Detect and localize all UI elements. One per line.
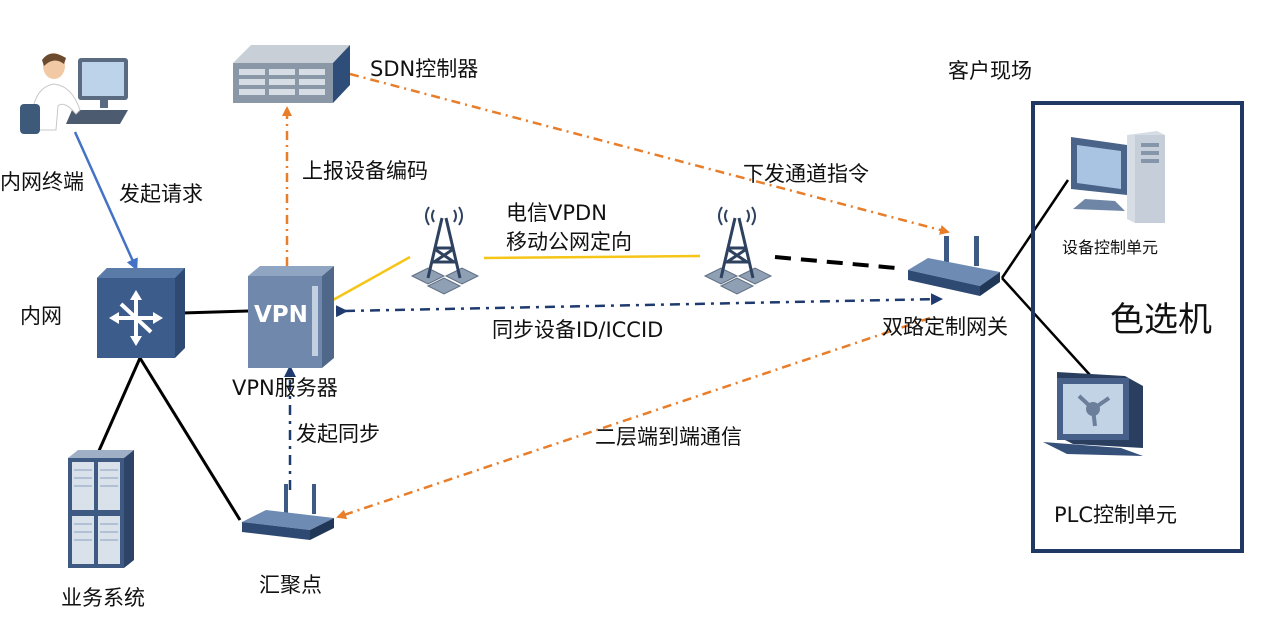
server-rack-icon	[68, 450, 134, 568]
edge-label-issue: 下发通道指令	[743, 162, 869, 186]
edge-label-request: 发起请求	[119, 182, 203, 206]
tower-icon	[410, 206, 480, 295]
business-system-label: 业务系统	[61, 586, 145, 610]
site-label: 客户现场	[948, 59, 1032, 83]
edge-switch-aggregation	[138, 357, 242, 521]
device-control-label: 设备控制单元	[1062, 238, 1159, 257]
color-sorter-label: 色选机	[1110, 300, 1212, 340]
gateway-router-icon	[908, 236, 1000, 296]
aggregation-label: 汇聚点	[259, 573, 322, 597]
vpn-logo: VPN	[254, 302, 308, 328]
edge-label-mobile: 移动公网定向	[506, 230, 632, 254]
terminal-label: 内网终端	[0, 170, 84, 194]
edge-label-l2: 二层端到端通信	[595, 425, 742, 449]
edge-gw-plc	[1001, 277, 1091, 376]
site-box	[1031, 101, 1244, 553]
plc-control-label: PLC控制单元	[1054, 503, 1178, 527]
sdn-controller-label: SDN控制器	[370, 57, 479, 81]
gateway-label: 双路定制网关	[882, 315, 1008, 339]
edge-vpn-tower	[332, 255, 411, 302]
edge-l2	[336, 316, 931, 520]
tower-icon	[703, 206, 773, 295]
edge-label-sync-id: 同步设备ID/ICCID	[492, 318, 664, 342]
edge-switch-vpn	[181, 309, 249, 315]
edge-label-sync: 发起同步	[296, 422, 380, 446]
vpn-server-icon: VPN	[248, 266, 334, 368]
edge-label-vpdn: 电信VPDN	[506, 201, 607, 225]
terminal-icon	[20, 53, 128, 134]
intranet-label: 内网	[20, 304, 62, 328]
edge-label-report: 上报设备编码	[302, 159, 428, 183]
aggregation-router-icon	[242, 484, 334, 540]
edge-tower-tower	[483, 254, 701, 260]
switch-icon	[97, 268, 185, 358]
edge-issue	[349, 72, 950, 235]
sdn-controller-icon	[233, 45, 350, 103]
device-control-pc-icon	[1071, 131, 1165, 223]
plc-control-icon	[1043, 372, 1143, 456]
edge-switch-business	[96, 357, 142, 454]
vpn-server-label: VPN服务器	[232, 376, 338, 400]
edge-tower-gateway	[774, 255, 897, 270]
edge-request	[73, 131, 138, 271]
